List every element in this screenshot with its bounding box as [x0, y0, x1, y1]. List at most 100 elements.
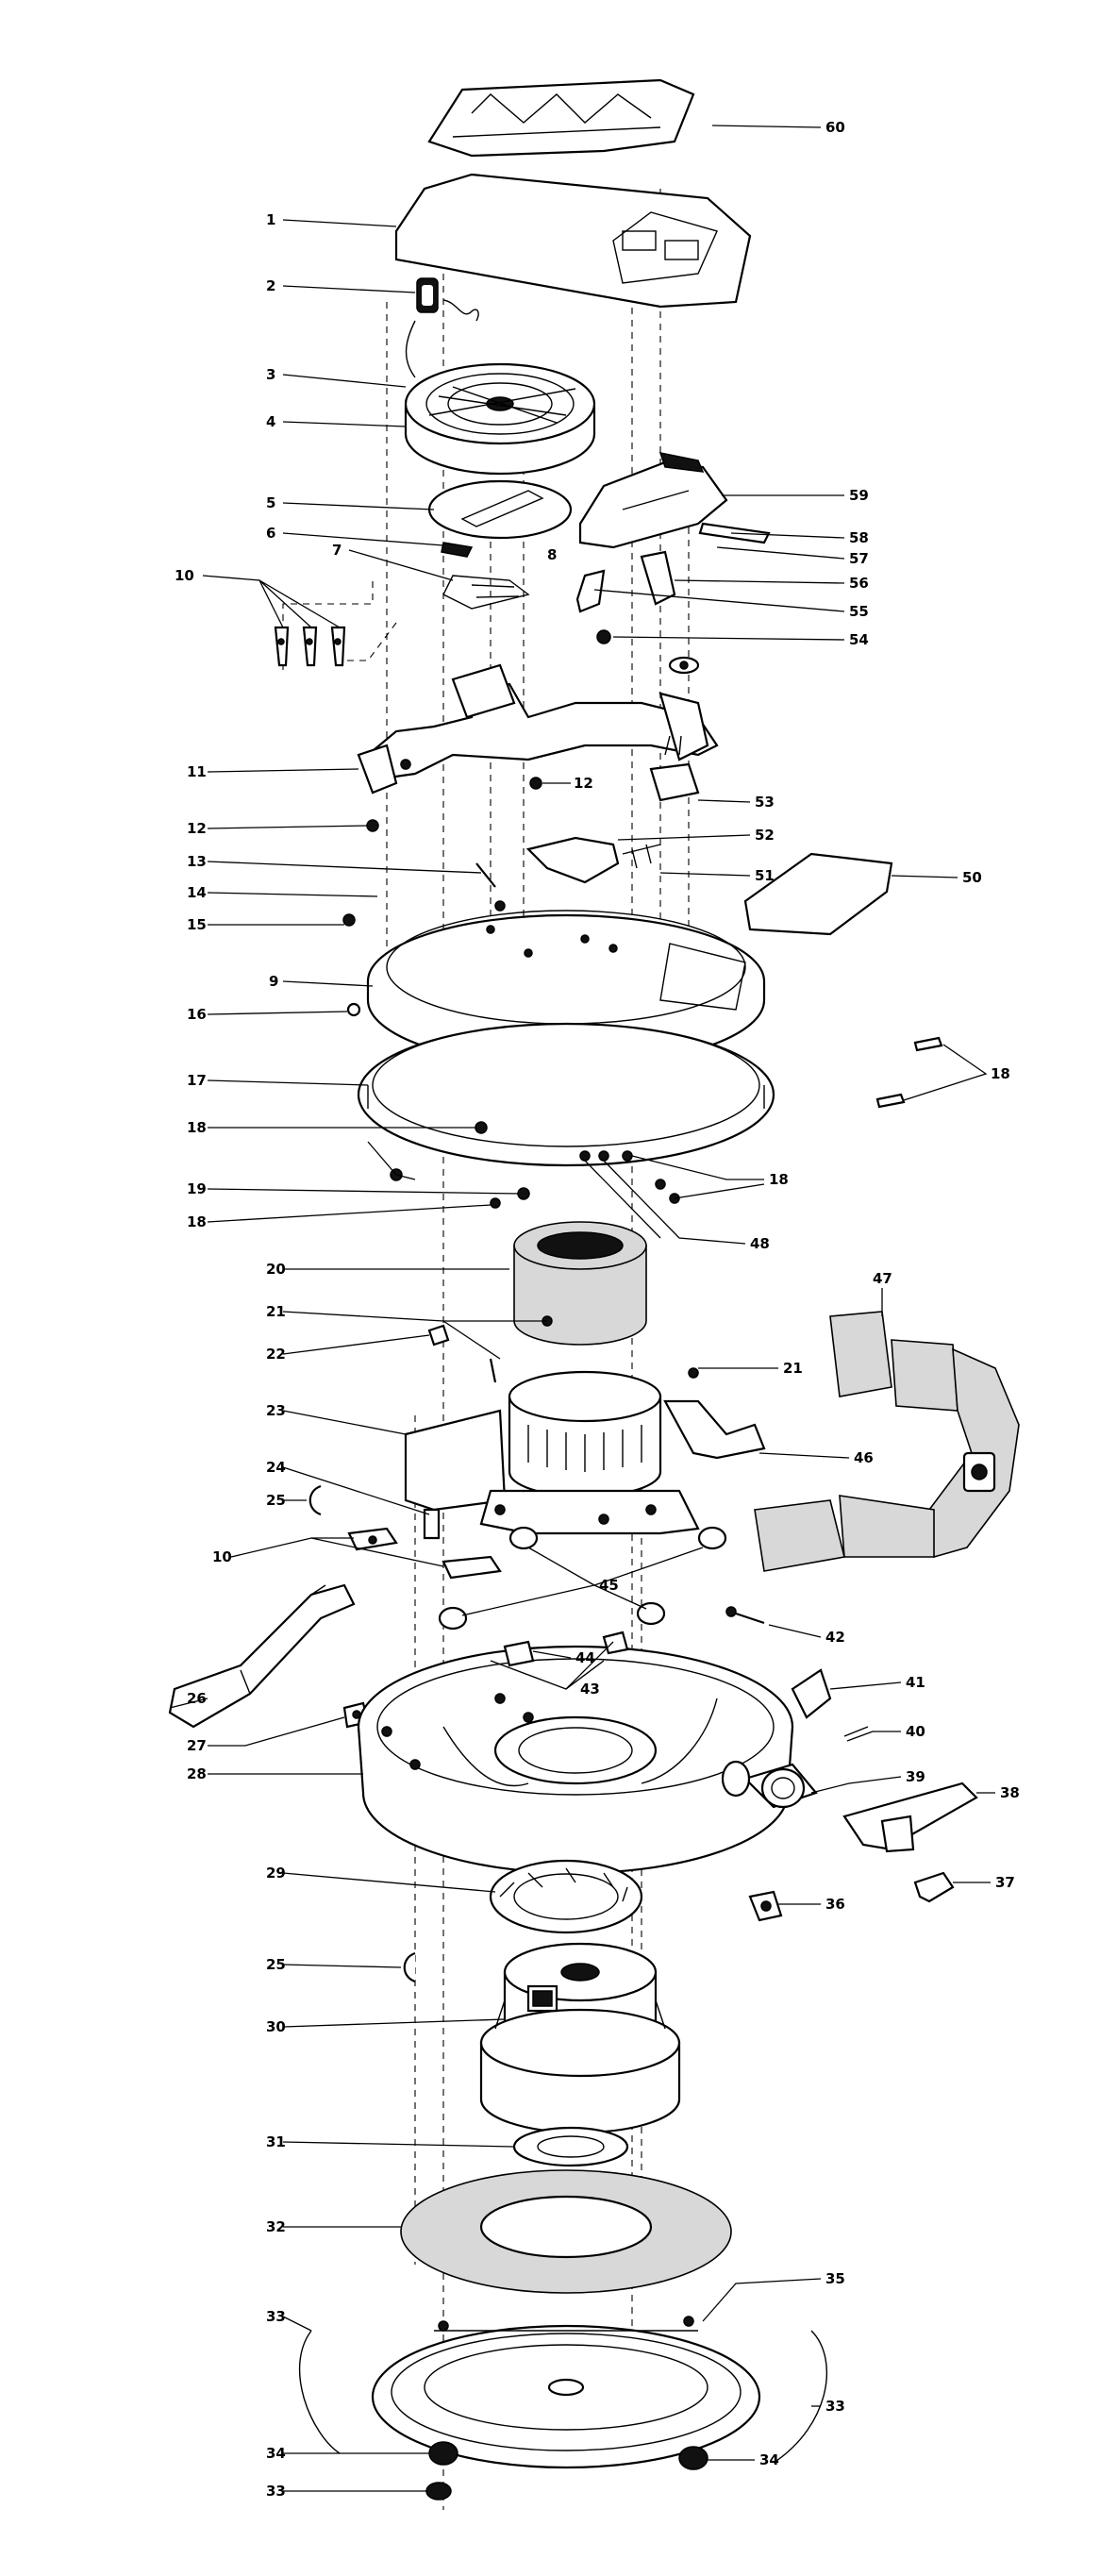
callout-51: 51: [755, 867, 775, 884]
part-13-14-15-hardware: [342, 862, 506, 927]
part-60-handle-grip: [427, 78, 695, 158]
callout-54: 54: [849, 631, 869, 648]
callout-19: 19: [187, 1180, 207, 1197]
part-10-terminals-upper: [274, 626, 346, 667]
callout-12-left: 12: [187, 820, 207, 837]
part-3-4-cord-reel: [404, 362, 596, 476]
part-11-frame: [357, 663, 719, 795]
callout-38: 38: [1000, 1784, 1020, 1801]
callout-36: 36: [825, 1896, 845, 1913]
callout-30: 30: [266, 2018, 286, 2035]
callout-23: 23: [266, 1402, 286, 1419]
callout-11: 11: [187, 763, 207, 780]
part-26-handle: [168, 1583, 356, 1729]
callout-29: 29: [266, 1865, 286, 1882]
callout-20: 20: [266, 1261, 286, 1278]
callout-18-lower: 18: [187, 1213, 207, 1230]
part-53-holder: [649, 735, 700, 802]
callout-25-lower: 25: [266, 1956, 286, 1973]
callout-17: 17: [187, 1072, 207, 1089]
part-33-35-base: [298, 2316, 828, 2469]
callout-35: 35: [825, 2270, 845, 2287]
part-47-strap: [754, 1311, 1020, 1572]
callout-21-left: 21: [266, 1303, 286, 1320]
callout-1: 1: [266, 211, 275, 228]
callout-37: 37: [995, 1874, 1015, 1891]
part-39-hose-port: [721, 1760, 818, 1809]
part-25-clips: [308, 1484, 416, 1983]
callout-27: 27: [187, 1737, 207, 1754]
part-55-56-clips: [575, 550, 676, 613]
callout-53: 53: [755, 794, 775, 811]
callout-18-right-top: 18: [991, 1065, 1010, 1082]
callout-10-lower: 10: [212, 1548, 232, 1565]
callout-31: 31: [266, 2133, 286, 2150]
part-38-latch: [842, 1781, 978, 1853]
part-6-7-8-contacts: [441, 542, 530, 610]
callout-33-upper: 33: [266, 2308, 286, 2325]
callout-9: 9: [269, 973, 278, 990]
callout-55: 55: [849, 603, 869, 620]
callout-33-right: 33: [825, 2398, 845, 2415]
callout-7: 7: [332, 542, 342, 559]
callout-48: 48: [750, 1235, 770, 1252]
callout-47: 47: [873, 1270, 892, 1287]
part-2-switch: [405, 277, 479, 378]
callout-8: 8: [547, 546, 557, 563]
part-17-ring: [357, 1022, 775, 1167]
callout-40: 40: [906, 1723, 925, 1740]
callout-13: 13: [187, 853, 207, 870]
callout-2: 2: [266, 277, 275, 294]
part-5-reel-plate: [427, 479, 573, 540]
part-10-terminals-lower: [347, 1527, 502, 1580]
callout-18-center: 18: [769, 1171, 789, 1188]
callout-25-upper: 25: [266, 1492, 286, 1509]
part-31-gasket: [512, 2126, 629, 2167]
callout-33-lower: 33: [266, 2483, 286, 2500]
part-37-knob: [913, 1871, 955, 1903]
callout-59: 59: [849, 487, 869, 504]
part-16-button: [346, 1002, 361, 1017]
callout-28: 28: [187, 1765, 207, 1782]
callout-21-right: 21: [783, 1360, 803, 1377]
callout-60: 60: [825, 119, 845, 136]
part-1-top-cover: [394, 173, 752, 309]
callout-26: 26: [187, 1690, 207, 1707]
callout-43: 43: [580, 1681, 600, 1698]
part-46-bracket: [663, 1399, 766, 1460]
part-50-card: [743, 852, 893, 936]
part-36-switch: [748, 1890, 783, 1922]
callout-32: 32: [266, 2218, 286, 2235]
part-23-motor-cover: [404, 1370, 700, 1535]
callout-5: 5: [266, 494, 275, 511]
part-54-screw: [596, 629, 700, 675]
callout-6: 6: [266, 525, 275, 542]
callout-52: 52: [755, 827, 775, 844]
callout-42: 42: [825, 1629, 845, 1646]
part-51-52-contact: [525, 836, 661, 884]
callout-14: 14: [187, 884, 207, 901]
callout-39: 39: [906, 1768, 925, 1785]
callout-10-upper: 10: [175, 567, 194, 584]
callout-15: 15: [187, 916, 207, 933]
callout-labels: 60 1 2 3 4 5 6 7 8 10 59 58 57 56 55 54 …: [175, 119, 1020, 2500]
callout-41: 41: [906, 1674, 925, 1691]
callout-45: 45: [599, 1577, 619, 1594]
part-24-post: [423, 1508, 441, 1540]
part-9-housing-lid: [366, 910, 766, 1068]
leader-lines: [169, 125, 995, 2492]
callout-22: 22: [266, 1346, 286, 1363]
callout-50: 50: [962, 869, 982, 886]
callout-4: 4: [266, 413, 275, 430]
part-43-44-clamps: [503, 1631, 629, 1667]
callout-44: 44: [575, 1649, 595, 1666]
part-20-filter-element: [513, 1221, 647, 1346]
callout-12-right: 12: [574, 775, 593, 792]
callout-46: 46: [854, 1449, 874, 1466]
part-12-screws: [366, 777, 542, 832]
part-32-filter-pad: [400, 2169, 732, 2294]
callout-18-left: 18: [187, 1119, 207, 1136]
callout-34-right: 34: [759, 2451, 779, 2468]
part-34-casters: [425, 2441, 708, 2501]
part-30-motor: [479, 1942, 681, 2134]
